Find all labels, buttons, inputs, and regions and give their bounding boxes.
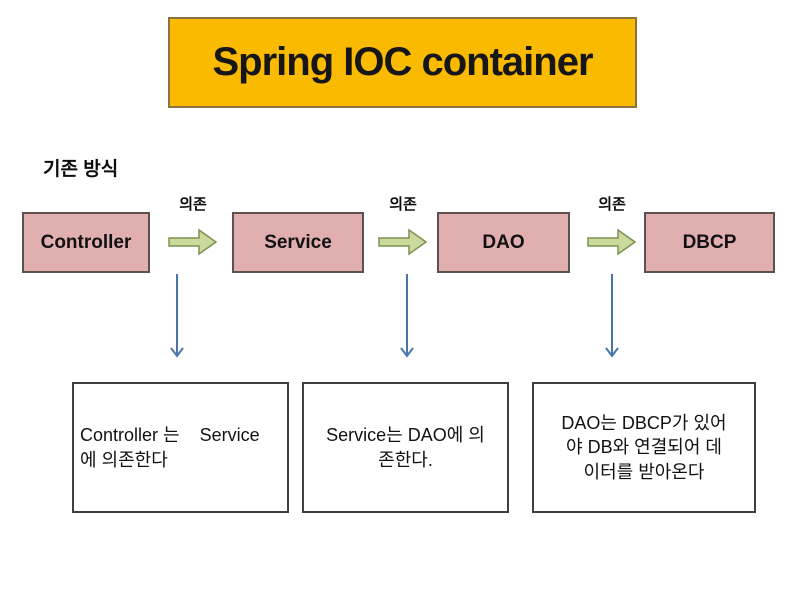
flow-node-service: Service [232,212,364,273]
flow-node-label: DAO [482,231,525,253]
note-controller-dependency: Controller 는 Service 에 의존한다 [72,382,289,513]
page-title: Spring IOC container [212,40,593,84]
right-block-arrow-icon [168,228,218,256]
section-label: 기존 방식 [43,159,119,180]
dependency-label: 의존 [389,196,417,213]
right-block-arrow-icon [378,228,428,256]
flow-node-label: DBCP [682,231,737,253]
flow-node-label: Service [264,231,332,253]
down-arrow-icon [170,274,184,358]
flow-node-label: Controller [40,231,132,253]
note-service-dependency: Service는 DAO에 의 존한다. [302,382,509,513]
note-dao-dependency: DAO는 DBCP가 있어 야 DB와 연결되어 데 이터를 받아온다 [532,382,756,513]
right-block-arrow-icon [587,228,637,256]
dependency-label: 의존 [179,196,207,213]
down-arrow-icon [400,274,414,358]
flow-node-controller: Controller [22,212,150,273]
dependency-label: 의존 [598,196,626,213]
flow-node-dao: DAO [437,212,570,273]
title-banner: Spring IOC container [168,17,637,108]
down-arrow-icon [605,274,619,358]
flow-node-dbcp: DBCP [644,212,775,273]
